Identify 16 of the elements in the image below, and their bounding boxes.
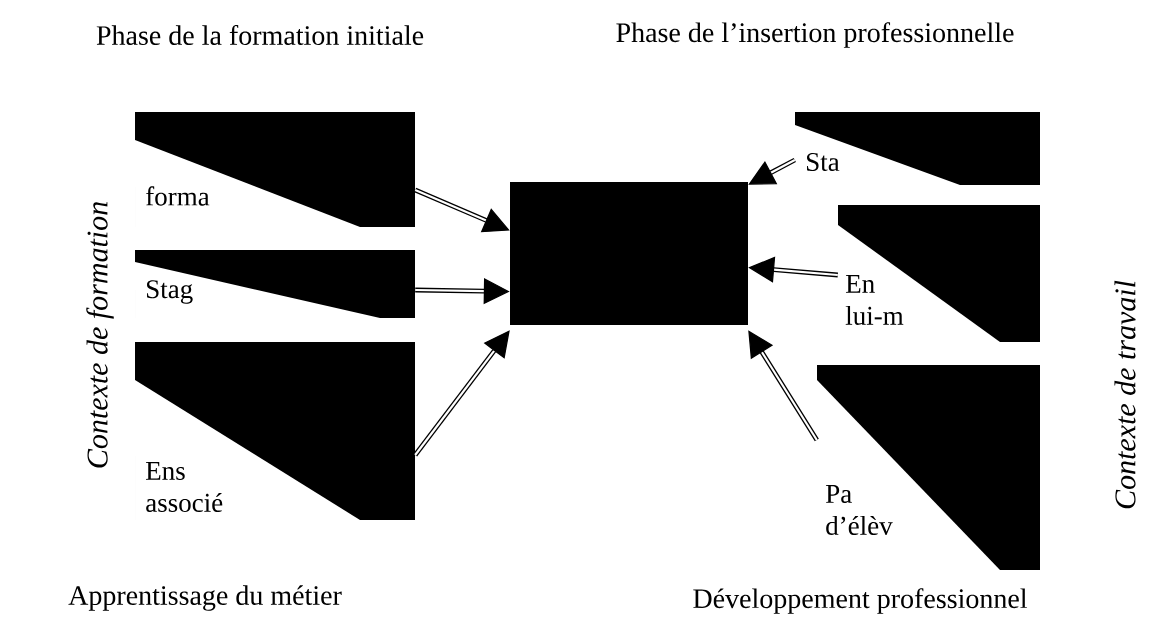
faded-box: Sta — [795, 112, 1040, 185]
faded-box: Ens associé — [135, 342, 415, 520]
faded-box: Pa d’élèv — [817, 365, 1040, 570]
arrow — [413, 330, 510, 457]
faded-box: Stag — [135, 250, 415, 318]
footer: Apprentissage du métier — [68, 585, 342, 611]
side-label: Contexte de travail — [1114, 280, 1136, 509]
heading: Phase de la formation initiale — [96, 25, 424, 45]
faded-box: forma — [135, 112, 415, 227]
side-label: Contexte de formation — [86, 202, 114, 468]
faded-box: En lui-m — [838, 205, 1040, 342]
heading: Phase de l’insertion professionnelle — [616, 22, 1014, 48]
arrow — [748, 330, 819, 442]
arrow — [414, 187, 510, 233]
center-box — [510, 182, 748, 325]
arrow — [748, 157, 796, 185]
